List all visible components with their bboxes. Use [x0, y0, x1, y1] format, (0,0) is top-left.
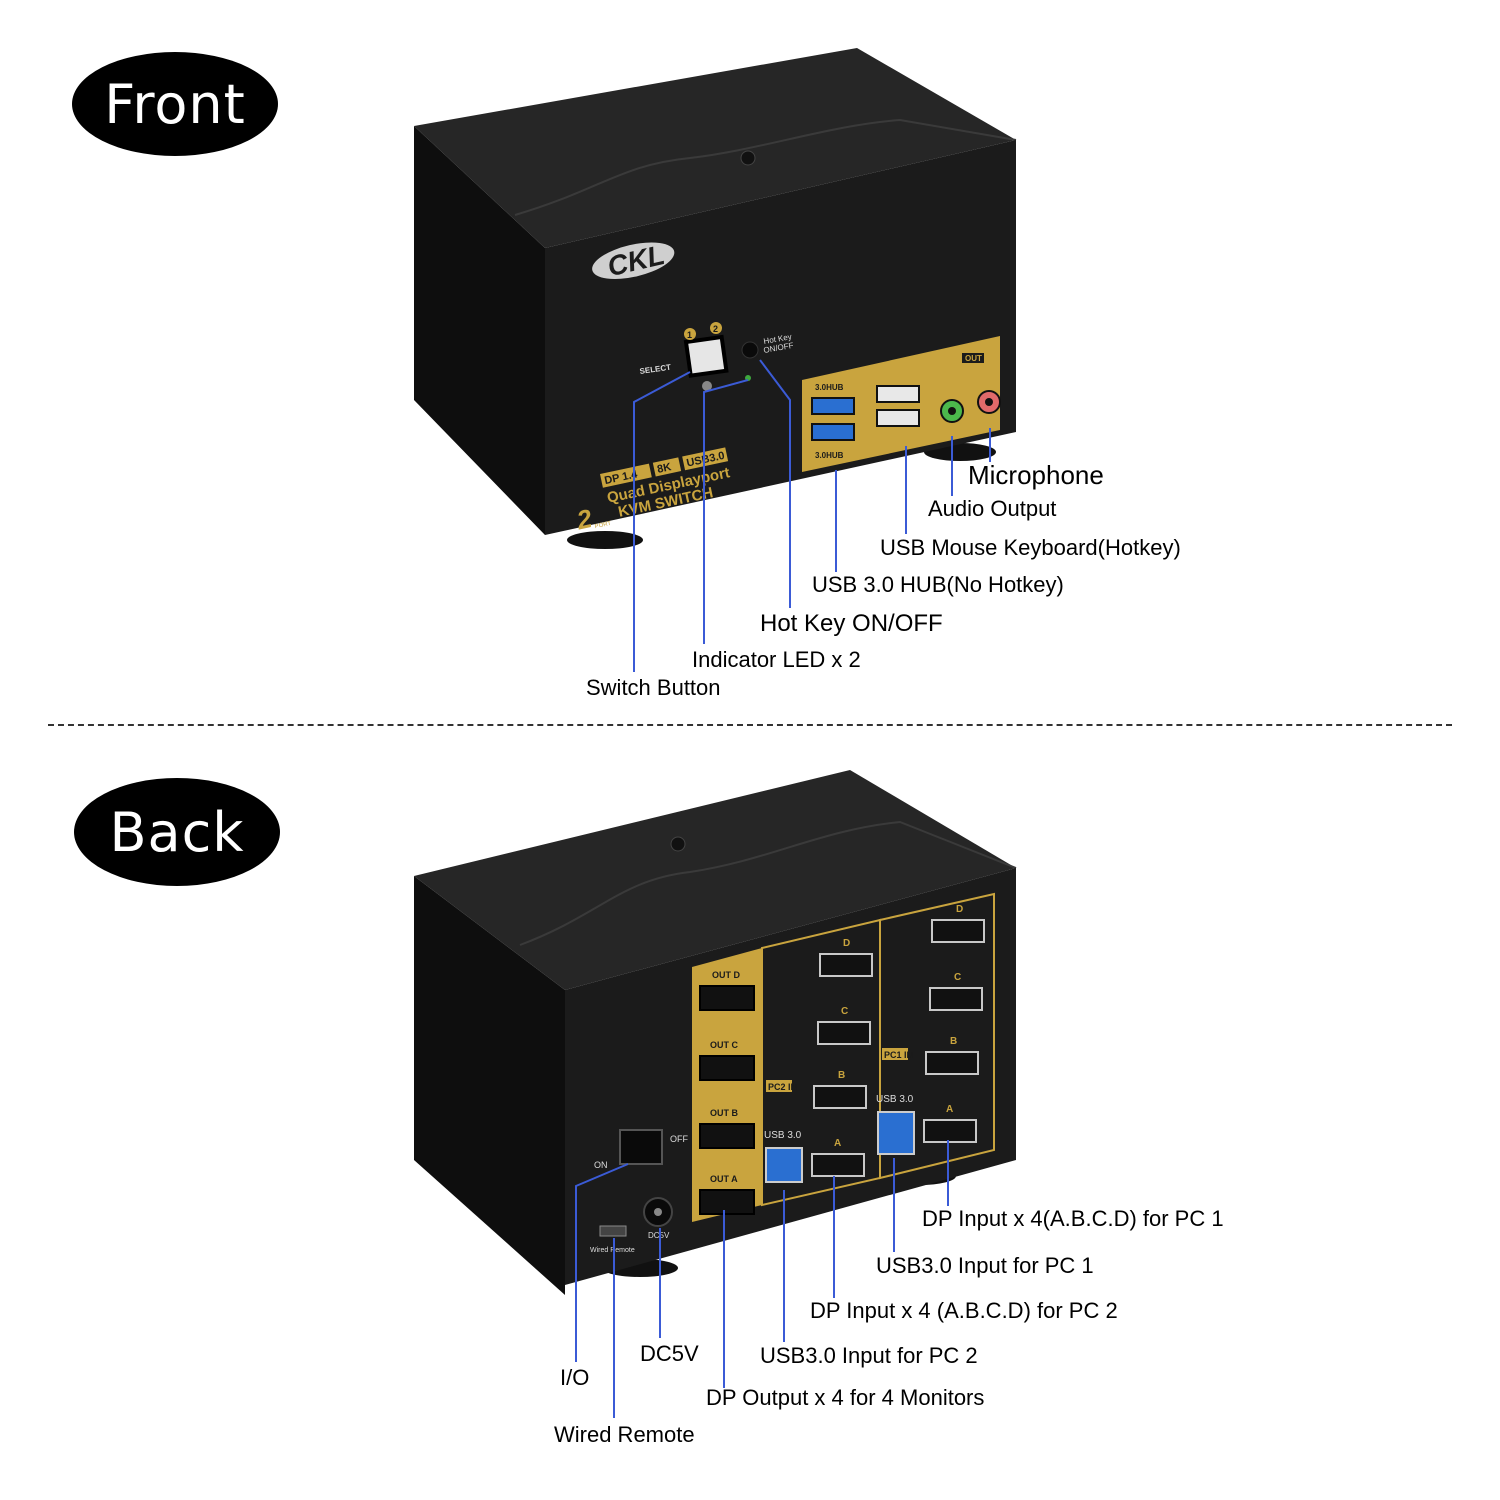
pc1-port-letters: D C B A	[946, 904, 963, 1115]
back-section-label: Back	[74, 778, 280, 886]
port-letter-c: C	[841, 1006, 848, 1017]
model-port-number: 2	[573, 503, 595, 536]
out-a-label: OUT A	[710, 1174, 738, 1184]
hotkey-button-graphic	[741, 341, 759, 359]
usb-input-pc1-port	[877, 1111, 915, 1155]
back-top-screw	[670, 836, 686, 852]
out-b-label: OUT B	[710, 1108, 738, 1118]
usb-keyboard-port	[876, 409, 920, 427]
callout-audio-output: Audio Output	[928, 496, 1057, 521]
off-label: OFF	[670, 1134, 688, 1144]
wired-remote-port-label: Wired Remote	[590, 1247, 635, 1254]
front-device-illustration: CKL 1 2 SELECT Hot Key ON/OFF 3.0HUB 3.0…	[414, 48, 1017, 672]
usb30-pc2-label: USB 3.0	[764, 1130, 802, 1141]
callout-dp-output: DP Output x 4 for 4 Monitors	[706, 1385, 985, 1410]
pc1-in-label: PC1 IN	[884, 1050, 913, 1060]
usb-hub-port-2	[811, 423, 855, 441]
badge-usb	[682, 447, 729, 471]
pc2-in-badge	[766, 1080, 792, 1092]
callout-wired-remote: Wired Remote	[554, 1422, 695, 1447]
front-top-screw	[740, 150, 756, 166]
model-port-word: PORT	[594, 521, 612, 530]
audio-out-label: OUT	[965, 354, 982, 363]
pc2-port-letters: D C B A	[834, 938, 850, 1149]
front-section-label: Front	[72, 52, 278, 156]
port-letter-a: A	[834, 1138, 841, 1149]
callout-usb-input-pc2: USB3.0 Input for PC 2	[760, 1343, 978, 1368]
out-d-label: OUT D	[712, 970, 740, 980]
usb-hub-label-bottom: 3.0HUB	[815, 451, 844, 460]
out-badge	[962, 353, 984, 363]
on-label: ON	[594, 1160, 608, 1170]
section-divider	[48, 724, 1452, 726]
callout-dp-input-pc1: DP Input x 4(A.B.C.D) for PC 1	[922, 1206, 1224, 1231]
usb-mouse-port	[876, 385, 920, 403]
back-top-wave	[519, 820, 1017, 946]
pc2-in-label: PC2 IN	[768, 1082, 797, 1092]
back-device-illustration: OUT D OUT C OUT B OUT A D C B A PC2 IN U…	[414, 770, 1017, 1418]
callout-indicator-led: Indicator LED x 2	[692, 647, 861, 672]
port-letter-c: C	[954, 972, 961, 983]
usb-hub-label-top: 3.0HUB	[815, 383, 844, 392]
badge-dp	[600, 463, 652, 488]
switch-button-graphic	[683, 334, 729, 378]
port-letter-b: B	[950, 1036, 957, 1047]
back-top-panel	[414, 770, 1016, 990]
usb-input-pc2-port	[765, 1147, 803, 1183]
front-side-panel	[414, 126, 545, 535]
badge-8k-label: 8K	[656, 461, 672, 476]
pc1-input-panel	[879, 892, 995, 1180]
callout-hotkey: Hot Key ON/OFF	[760, 610, 943, 637]
callout-microphone: Microphone	[968, 460, 1104, 490]
callout-usb-hub: USB 3.0 HUB(No Hotkey)	[812, 572, 1064, 597]
callout-switch-button: Switch Button	[586, 675, 721, 700]
port-letter-a: A	[946, 1104, 953, 1115]
back-side-panel	[414, 876, 565, 1295]
callout-usb-input-pc1: USB3.0 Input for PC 1	[876, 1253, 1094, 1278]
badge-8k	[652, 457, 682, 477]
dp-output-ports	[699, 985, 755, 1215]
dp-output-panel	[692, 948, 762, 1222]
port-2-label: 2	[713, 324, 718, 334]
callout-dc5v: DC5V	[640, 1341, 699, 1366]
port-1-label: 1	[687, 330, 692, 340]
port-letter-b: B	[838, 1070, 845, 1081]
port-letter-d: D	[843, 938, 850, 949]
select-label: SELECT	[639, 363, 672, 376]
wired-remote-port	[599, 1225, 627, 1237]
port-2-dot	[710, 322, 722, 334]
usb-hub-port-1	[811, 397, 855, 415]
pc1-in-badge	[882, 1048, 908, 1060]
usb30-pc1-label: USB 3.0	[876, 1094, 914, 1105]
pc1-dp-ports	[923, 919, 985, 1143]
port-letter-d: D	[956, 904, 963, 915]
back-face	[565, 868, 1016, 1285]
callout-dp-input-pc2: DP Input x 4 (A.B.C.D) for PC 2	[810, 1298, 1118, 1323]
front-foot-left	[567, 531, 643, 549]
indicator-led-1	[702, 381, 712, 391]
back-leader-lines	[575, 1140, 949, 1418]
out-c-label: OUT C	[710, 1040, 738, 1050]
front-top-wave	[514, 118, 1017, 216]
power-switch	[619, 1129, 663, 1165]
callout-io: I/O	[560, 1365, 590, 1390]
callout-usb-mouse-keyboard: USB Mouse Keyboard(Hotkey)	[880, 535, 1181, 560]
port-1-dot	[684, 328, 696, 340]
pc2-dp-ports	[811, 953, 873, 1177]
front-leader-lines	[633, 359, 991, 672]
